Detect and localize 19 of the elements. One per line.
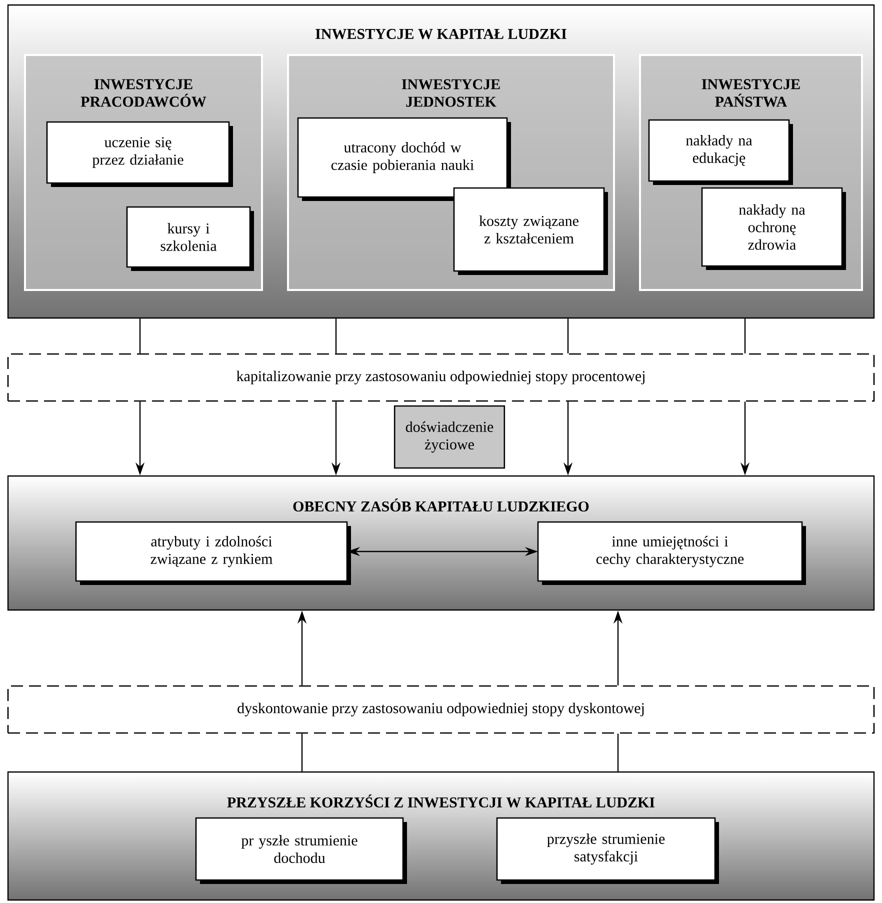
text-box: koszty związane z kształceniem [453,187,608,275]
text-box: atrybuty i zdolności związane z rynkiem [75,521,351,585]
connector-line [567,318,569,354]
text-box: kursy i szkolenia [126,206,254,271]
text-box: nakłady na ochronę zdrowia [701,187,846,270]
shaded-box: doświadczenie życiowe [394,405,506,469]
text-box: nakłady na edukację [648,119,793,185]
connector-line [301,734,303,772]
text-box: uczenie się przez działanie [46,121,233,187]
dashed-box: kapitalizowanie przy zastosowaniu odpowiedniej stopy procentowej [7,353,875,402]
dashed-box: dyskontowanie przy zastosowaniu odpowiedniej stopy dyskontowej [7,685,875,734]
text-box: utracony dochód w czasie pobierania nauki [297,117,511,201]
text-box: inne umiejętności i cechy charakterystyczne [537,521,806,585]
text-box: przyszłe strumienie satysfakcji [496,817,719,884]
text-box: pr yszłe strumienie dochodu [195,817,407,884]
connector-line [335,318,337,354]
connector-line [139,318,141,354]
connector-line [617,734,619,772]
connector-line [744,318,746,354]
